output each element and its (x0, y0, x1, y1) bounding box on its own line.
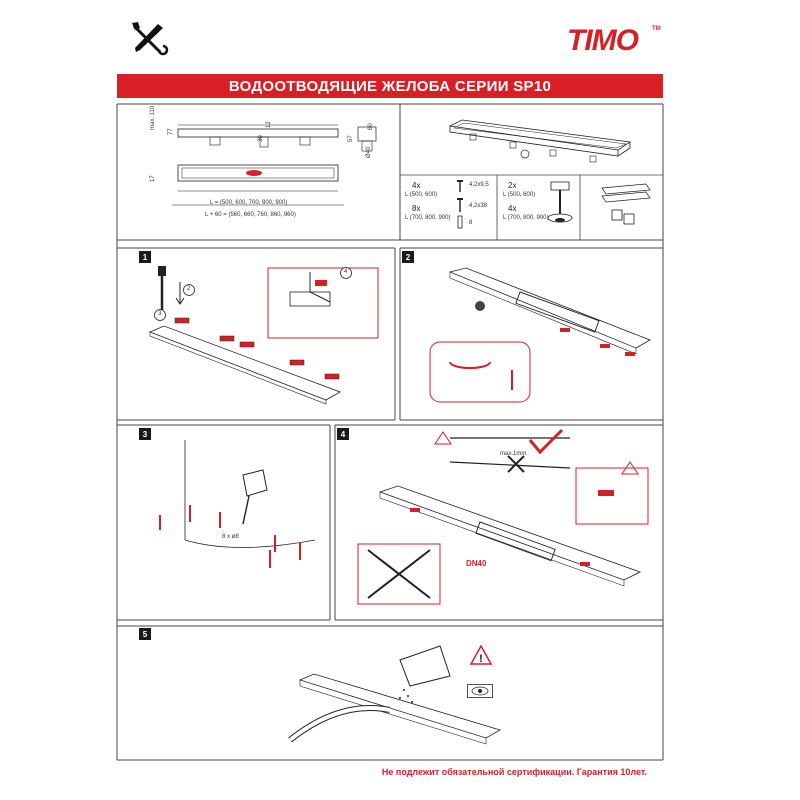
dim-30: 30 (258, 135, 264, 142)
screw-icon (457, 180, 463, 229)
cover-strips-icon (601, 183, 651, 225)
step-1-callout-3 (154, 309, 166, 321)
screws-qty-a: 4x (412, 181, 421, 190)
footer-note: Не подлежит обязательной сертификации. Г… (381, 767, 647, 777)
warning-triangle-icon: ! (469, 644, 493, 665)
max-1mm-label: max.1mm (500, 451, 527, 457)
dowel-size: 8 (469, 220, 473, 226)
step-1-callout-3-text: 3 (158, 311, 162, 317)
step-4-drawing (357, 428, 649, 605)
adjustable-leg-icon (547, 181, 573, 223)
step-1-callout-2 (183, 284, 195, 296)
dim-17: 17 (150, 175, 156, 182)
legs-qty-a: 2x (508, 181, 517, 190)
screw-size-a: 4,2x9,5 (469, 182, 489, 188)
dim-57: 57 (348, 135, 354, 142)
legs-len-a: L (500, 600) (503, 192, 536, 198)
step-5-drawing (288, 645, 502, 745)
wrench-screwdriver-icon (132, 22, 169, 56)
dn40-label: DN40 (466, 559, 487, 568)
step-1-number: 1 (139, 251, 151, 263)
channel-isometric-drawing (448, 119, 632, 163)
step-2-number: 2 (402, 251, 414, 263)
screws-len-a: L (500, 600) (405, 192, 438, 198)
legs-qty-b: 4x (508, 204, 517, 213)
channel-side-drawing (172, 124, 377, 206)
eye-icon (467, 684, 493, 698)
step-3-drawing (159, 440, 316, 568)
step-1-callout-4 (340, 267, 352, 279)
dim-60: 60 (368, 123, 374, 130)
step-4-number: 4 (337, 428, 349, 440)
screw-size-b: 4,2x38 (469, 203, 488, 209)
step-1-callout-2-text: 2 (187, 286, 191, 292)
dim-40: Ø40 (366, 146, 372, 158)
drill-dim-label: 8 x ø8 (222, 534, 239, 540)
length-plus-label: L + 60 = (560, 660, 760, 860, 960) (205, 212, 296, 218)
svg-text:!: ! (479, 653, 483, 665)
step-1-callout-4-text: 4 (344, 269, 348, 275)
legs-len-b: L (700, 800, 900) (503, 215, 549, 221)
dim-max110: max. 110 (150, 105, 156, 130)
screws-qty-b: 8x (412, 204, 421, 213)
step-3-number: 3 (139, 428, 151, 440)
step-5-number: 5 (139, 628, 151, 640)
dim-77: 77 (168, 128, 174, 135)
step-2-drawing (429, 267, 651, 403)
trademark-mark: TM (652, 26, 661, 32)
screws-len-b: L (700, 800, 900) (405, 215, 451, 221)
dim-12: 12 (266, 121, 272, 128)
brand-logo: TIMO (567, 24, 639, 57)
page-title: ВОДООТВОДЯЩИЕ ЖЕЛОБА СЕРИИ SP10 (117, 74, 663, 98)
length-label: L = (500, 600, 700, 800, 900) (210, 200, 288, 206)
step-1-drawing (148, 266, 379, 405)
